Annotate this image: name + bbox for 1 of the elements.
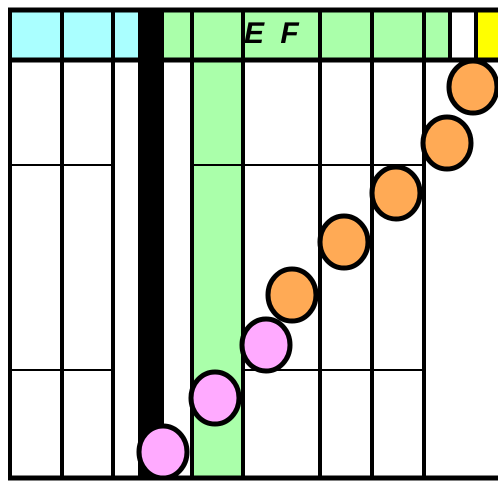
column-label: E F — [244, 17, 299, 51]
